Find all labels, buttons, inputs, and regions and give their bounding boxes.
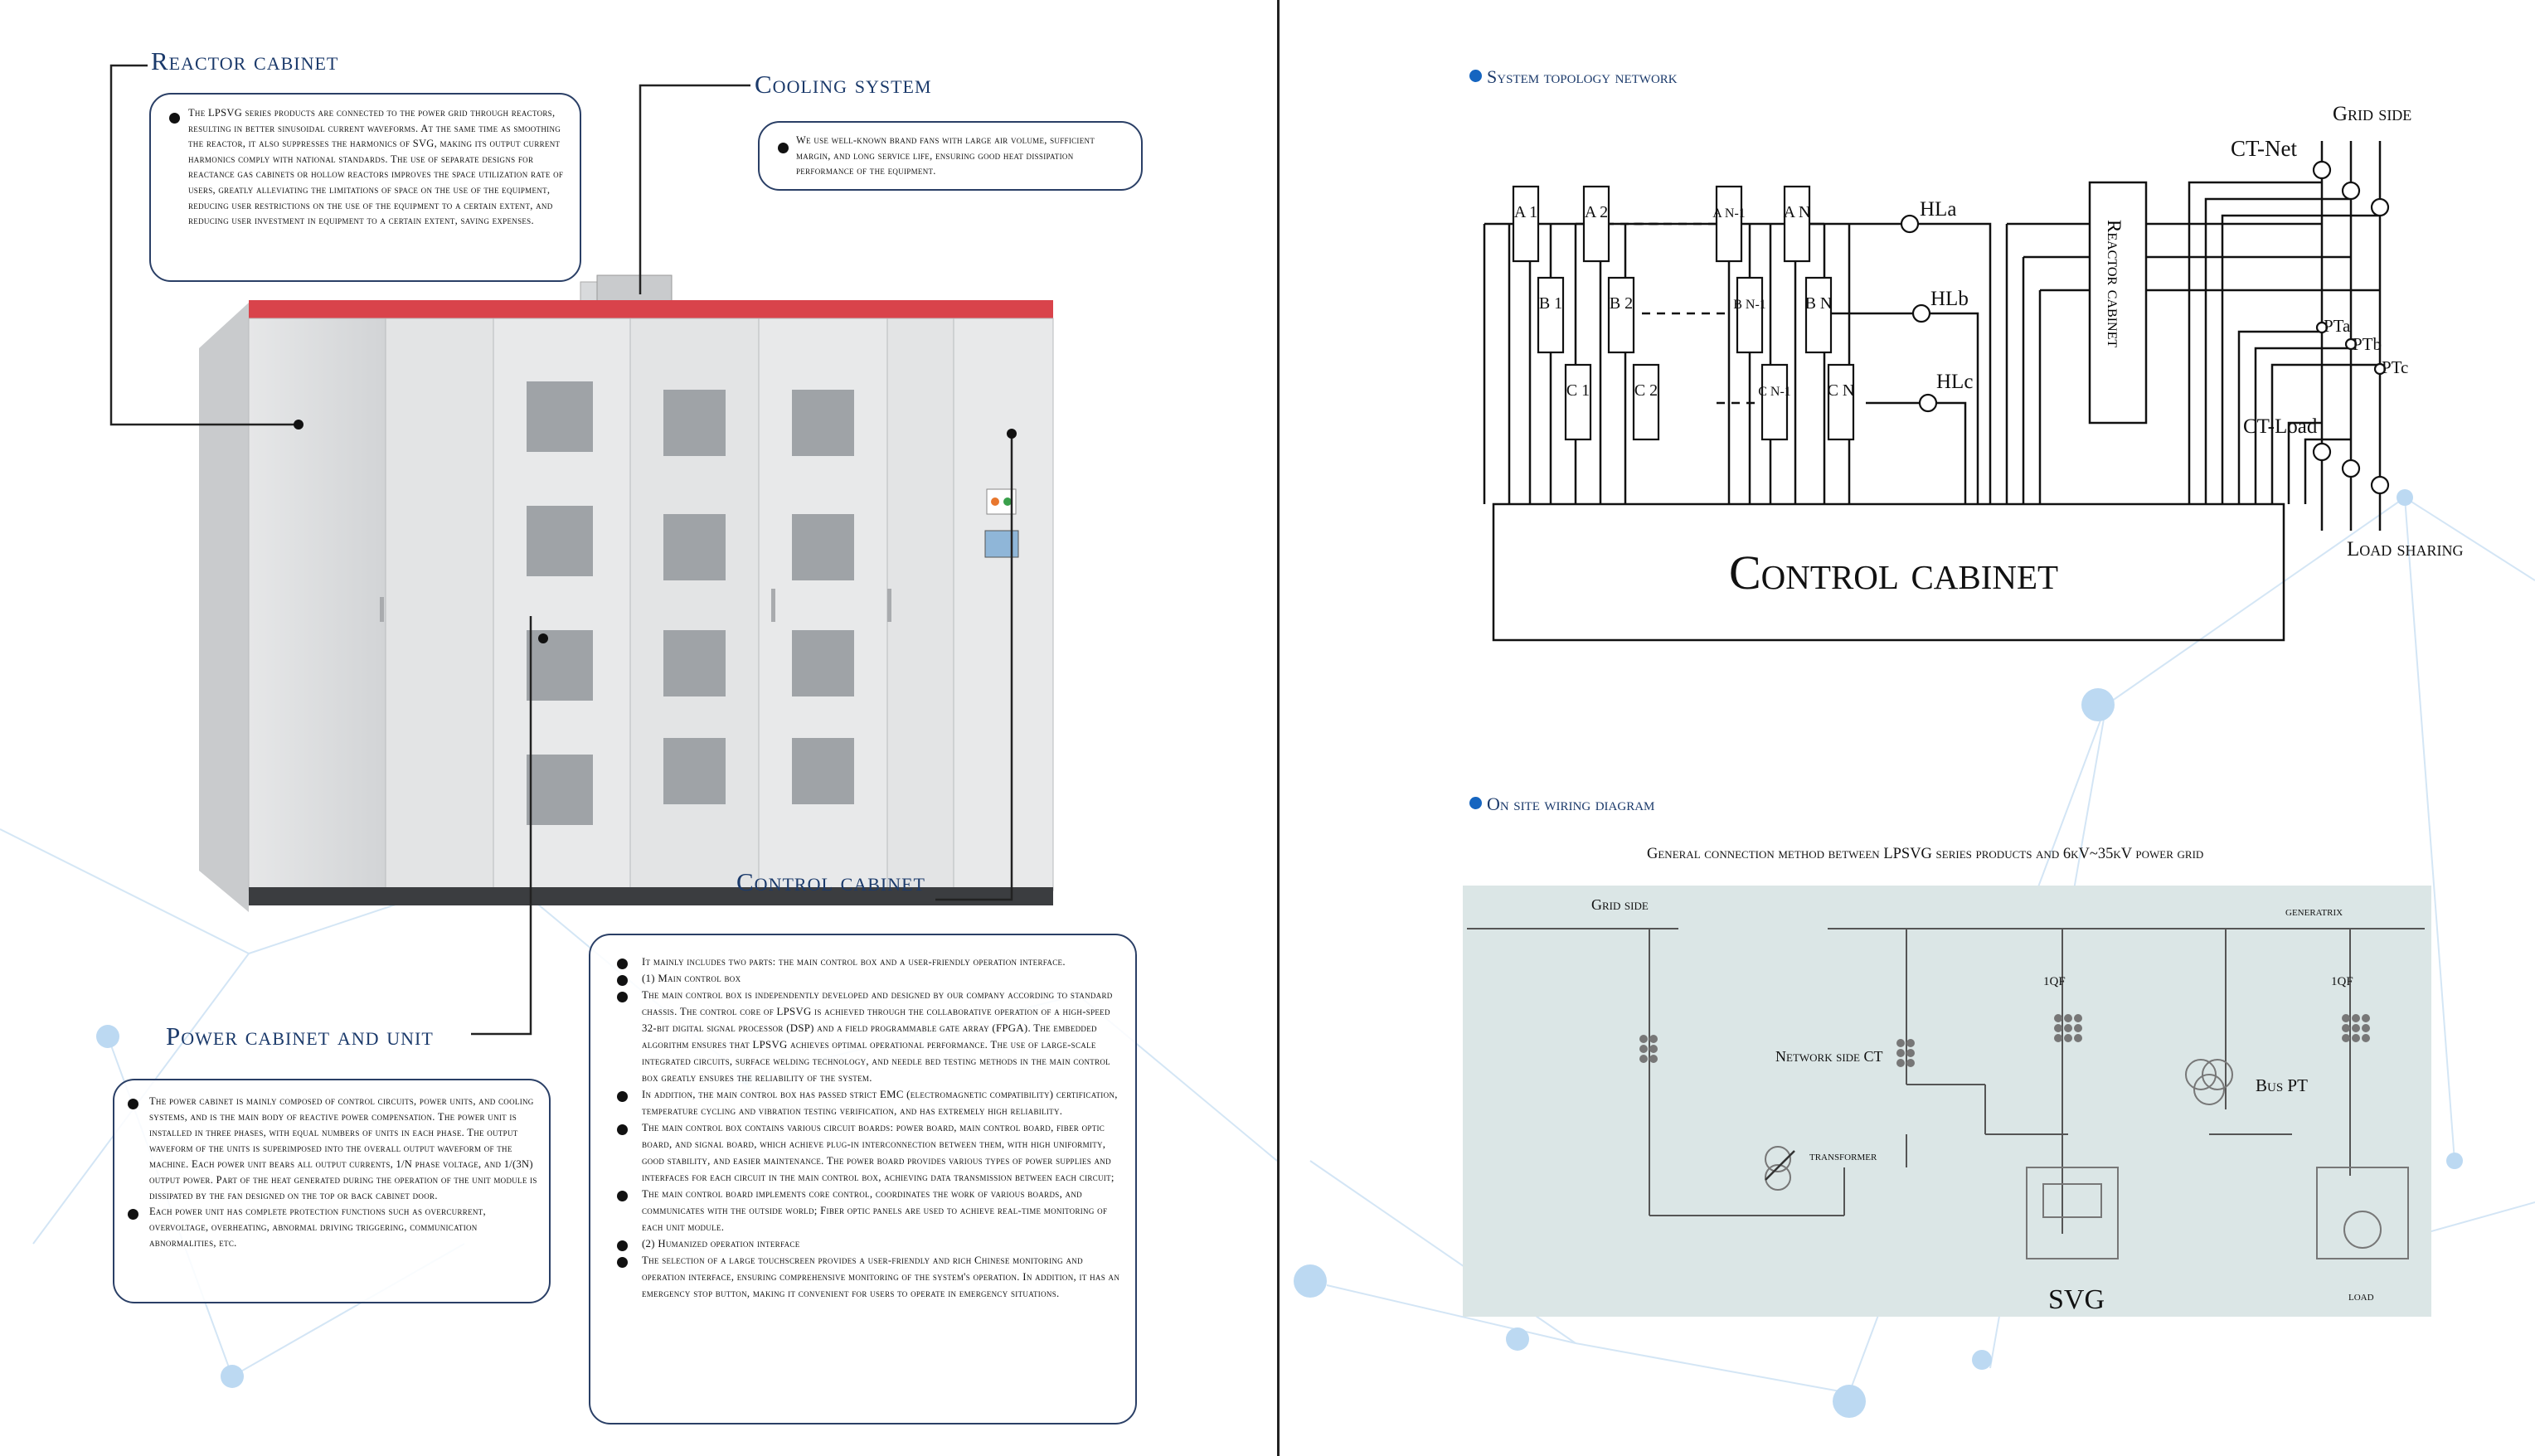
svg-label: SVG [2048, 1284, 2105, 1315]
bullet-icon [128, 1099, 138, 1109]
control-paragraph-6: The main control board implements core c… [617, 1186, 1125, 1235]
unit-label-bn1: B N-1 [1733, 298, 1766, 312]
reactor-cabinet-diagram-label: Reactor cabinet [2104, 220, 2125, 347]
power-cabinet-description: The power cabinet is mainly composed of … [113, 1079, 551, 1303]
topology-heading: System topology network [1469, 66, 1678, 88]
ct-net-label: CT-Net [2231, 136, 2297, 161]
power-paragraph-1: The power cabinet is mainly composed of … [128, 1094, 539, 1204]
wiring-diagram: Grid side generatrix Network side CT tra… [1463, 886, 2431, 1317]
unit-label-cn: C N [1828, 381, 1855, 400]
bullet-icon [617, 992, 628, 1002]
load-sharing-label: Load sharing [2347, 538, 2464, 561]
unit-label-a2: A 2 [1585, 203, 1608, 221]
control-cabinet-diagram-label: Control cabinet [1729, 546, 2058, 599]
control-paragraph-7: (2) Humanized operation interface [617, 1235, 1125, 1252]
hl-label-a: HLa [1920, 198, 1956, 221]
transformer-label: transformer [1809, 1150, 1877, 1163]
control-cabinet-description: It mainly includes two parts: the main c… [589, 934, 1137, 1424]
reactor-cabinet-description: The LPSVG series products are connected … [149, 93, 581, 282]
unit-label-b2: B 2 [1610, 294, 1633, 313]
wiring-grid-side-label: Grid side [1591, 896, 1649, 913]
bullet-icon [778, 143, 789, 153]
callout-leader-lines [109, 64, 1017, 1036]
unit-label-a1: A 1 [1514, 203, 1537, 221]
bullet-icon [1469, 70, 1482, 82]
load-label: load [2348, 1290, 2374, 1303]
bullet-icon [169, 113, 180, 124]
cooling-system-text: We use well-known brand fans with large … [796, 134, 1095, 177]
bus-pt-label: Bus PT [2256, 1075, 2308, 1095]
pt-label-c: PTc [2382, 357, 2408, 377]
bullet-icon [617, 1124, 628, 1135]
control-paragraph-8: The selection of a large touchscreen pro… [617, 1252, 1125, 1302]
unit-label-b1: B 1 [1539, 294, 1562, 313]
page-divider [1277, 0, 1280, 1456]
hl-label-c: HLc [1936, 371, 1973, 393]
power-cabinet-title: Power cabinet and unit [166, 1022, 434, 1051]
control-cabinet-label: Control cabinet [736, 867, 925, 896]
bullet-icon [1469, 797, 1482, 809]
control-paragraph-4: In addition, the main control box has pa… [617, 1086, 1125, 1119]
power-paragraph-2: Each power unit has complete protection … [128, 1204, 539, 1251]
hl-label-b: HLb [1930, 288, 1969, 310]
qf-label-1: 1QF [2043, 975, 2066, 988]
wiring-heading: On site wiring diagram [1469, 794, 1654, 815]
pt-label-a: PTa [2324, 316, 2351, 336]
topology-diagram: A 1 A 2 A N-1 A N B 1 B 2 B N-1 B N C 1 … [1483, 103, 2464, 642]
control-paragraph-3: The main control box is independently de… [617, 987, 1125, 1086]
unit-label-c1: C 1 [1566, 381, 1590, 400]
unit-label-cn1: C N-1 [1758, 385, 1791, 399]
unit-label-bn: B N [1805, 294, 1833, 313]
unit-label-an: A N [1784, 203, 1811, 221]
control-paragraph-1: It mainly includes two parts: the main c… [617, 954, 1125, 970]
bullet-icon [617, 975, 628, 986]
bullet-icon [617, 1191, 628, 1201]
grid-side-label: Grid side [2333, 103, 2411, 125]
ct-load-label: CT-Load [2243, 415, 2318, 438]
control-paragraph-5: The main control box contains various ci… [617, 1119, 1125, 1186]
pt-label-b: PTb [2353, 334, 2382, 354]
unit-label-c2: C 2 [1634, 381, 1658, 400]
cooling-system-description: We use well-known brand fans with large … [758, 121, 1143, 191]
bullet-icon [617, 1240, 628, 1251]
reactor-cabinet-title: Reactor cabinet [151, 46, 339, 75]
network-side-ct-label: Network side CT [1775, 1048, 1883, 1065]
cooling-system-title: Cooling system [755, 70, 932, 99]
bullet-icon [617, 1091, 628, 1102]
bullet-icon [617, 1257, 628, 1268]
svg-cabinet-illustration [199, 274, 1054, 912]
qf-label-2: 1QF [2331, 975, 2353, 988]
unit-label-an1: A N-1 [1712, 206, 1746, 221]
reactor-cabinet-text: The LPSVG series products are connected … [188, 107, 564, 227]
bullet-icon [617, 959, 628, 969]
control-paragraph-2: (1) Main control box [617, 970, 1125, 987]
bullet-icon [128, 1209, 138, 1220]
generatrix-label: generatrix [2285, 905, 2343, 919]
wiring-subtitle: General connection method between LPSVG … [1647, 846, 2204, 862]
